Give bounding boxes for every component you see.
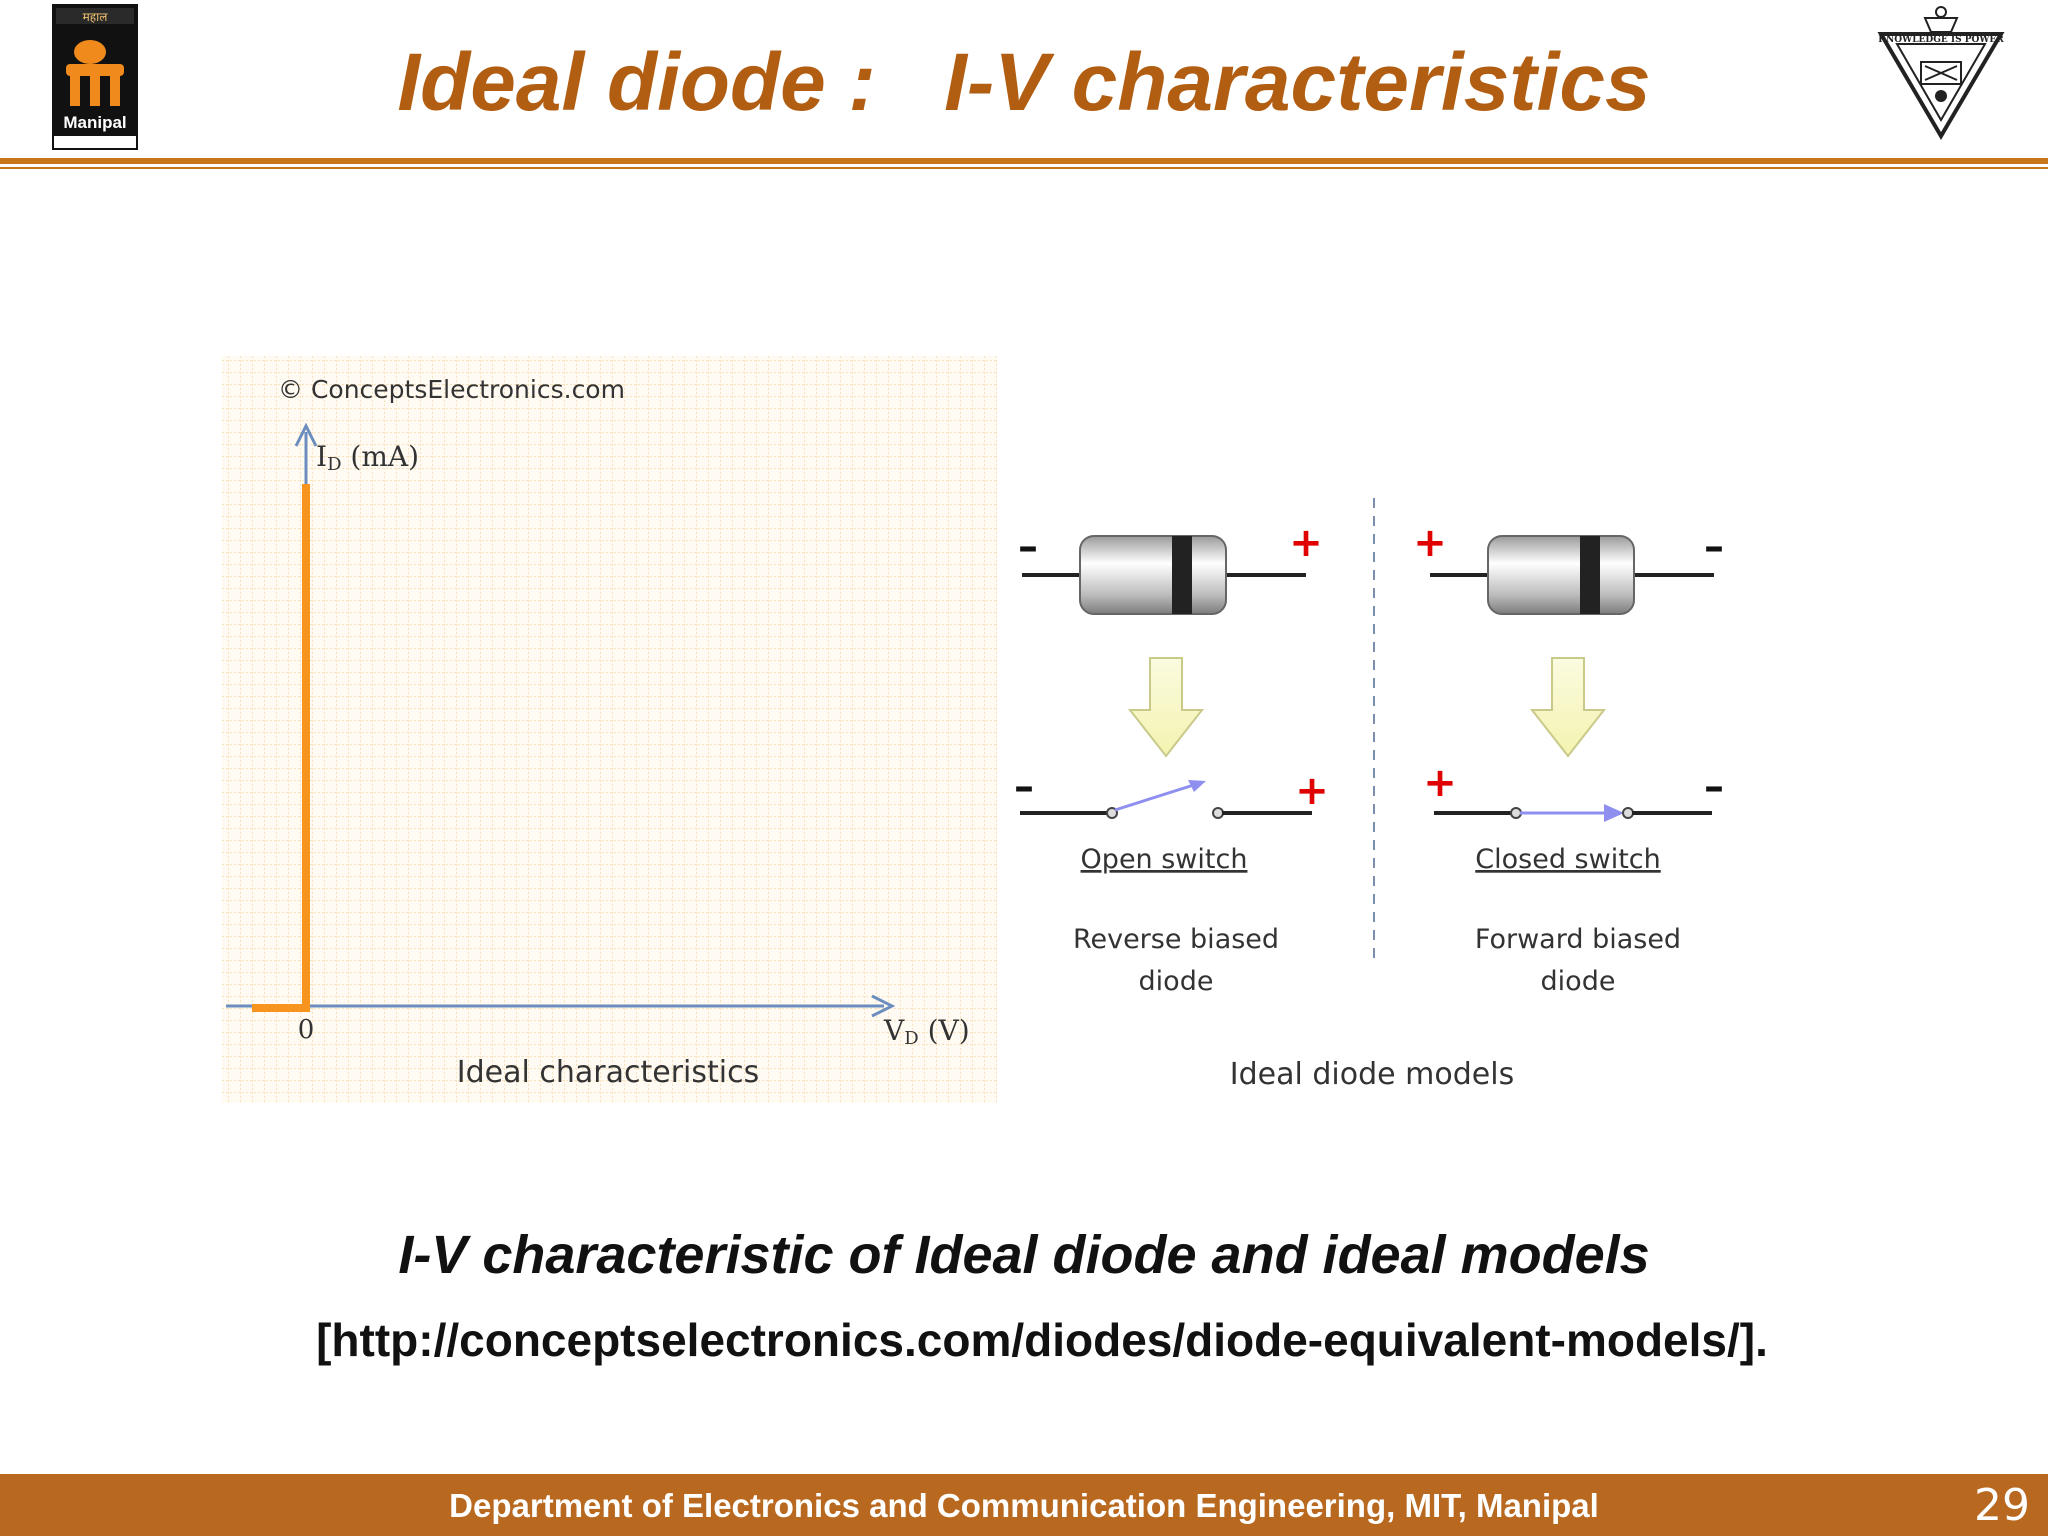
reverse-right-sign: +: [1289, 520, 1323, 566]
open-switch-label: Open switch: [1081, 844, 1248, 875]
manipal-logo: महाल Manipal: [52, 4, 138, 150]
open-switch-left-sign: –: [1014, 764, 1034, 810]
forward-desc-line2: diode: [1541, 966, 1616, 997]
slide-title: Ideal diode : I-V characteristics: [397, 37, 1651, 128]
open-switch-right-sign: +: [1295, 768, 1329, 814]
figure-caption: I-V characteristic of Ideal diode and id…: [398, 1225, 1650, 1285]
reverse-left-sign: –: [1018, 524, 1038, 570]
origin-label: 0: [298, 1015, 315, 1045]
y-axis-label: ID (mA): [316, 440, 419, 475]
closed-switch-left-sign: +: [1423, 760, 1457, 806]
footer-department: Department of Electronics and Communicat…: [449, 1487, 1599, 1524]
reference-link[interactable]: [http://conceptselectronics.com/diodes/d…: [316, 1314, 1768, 1366]
diode-figure: © ConceptsElectronics.com ID (mA) VD (V)…: [222, 356, 1724, 1103]
svg-text:महाल: महाल: [83, 10, 109, 24]
footer-bar: [0, 1474, 2048, 1536]
ideal-iv-curve: [252, 484, 310, 1012]
header-rule: [0, 158, 2048, 164]
forward-left-sign: +: [1413, 520, 1447, 566]
x-axis-label: VD (V): [883, 1014, 970, 1049]
mit-emblem: KNOWLEDGE IS POWER: [1877, 6, 2005, 140]
mit-emblem-motto: KNOWLEDGE IS POWER: [1878, 35, 2004, 45]
manipal-logo-text: Manipal: [63, 113, 126, 132]
left-caption: Ideal characteristics: [457, 1055, 759, 1090]
forward-down-arrow: [1529, 657, 1607, 758]
forward-right-sign: –: [1704, 524, 1724, 570]
reverse-down-arrow: [1127, 657, 1205, 758]
open-switch: [1020, 780, 1312, 819]
header-rule-thin: [0, 167, 2048, 169]
page-number: 29: [1974, 1480, 2030, 1531]
reverse-desc-line1: Reverse biased: [1073, 924, 1279, 955]
closed-switch-label: Closed switch: [1475, 844, 1660, 875]
reverse-desc-line2: diode: [1139, 966, 1214, 997]
copyright-text: © ConceptsElectronics.com: [278, 375, 625, 404]
right-caption: Ideal diode models: [1230, 1057, 1514, 1092]
grid-background: [222, 356, 997, 1103]
forward-diode: [1430, 535, 1714, 615]
forward-desc-line1: Forward biased: [1475, 924, 1681, 955]
y-axis-arrow: [294, 422, 318, 447]
x-axis-arrow: [871, 994, 896, 1018]
closed-switch-right-sign: –: [1704, 764, 1724, 810]
reverse-diode: [1022, 535, 1306, 615]
closed-switch: [1434, 804, 1712, 822]
